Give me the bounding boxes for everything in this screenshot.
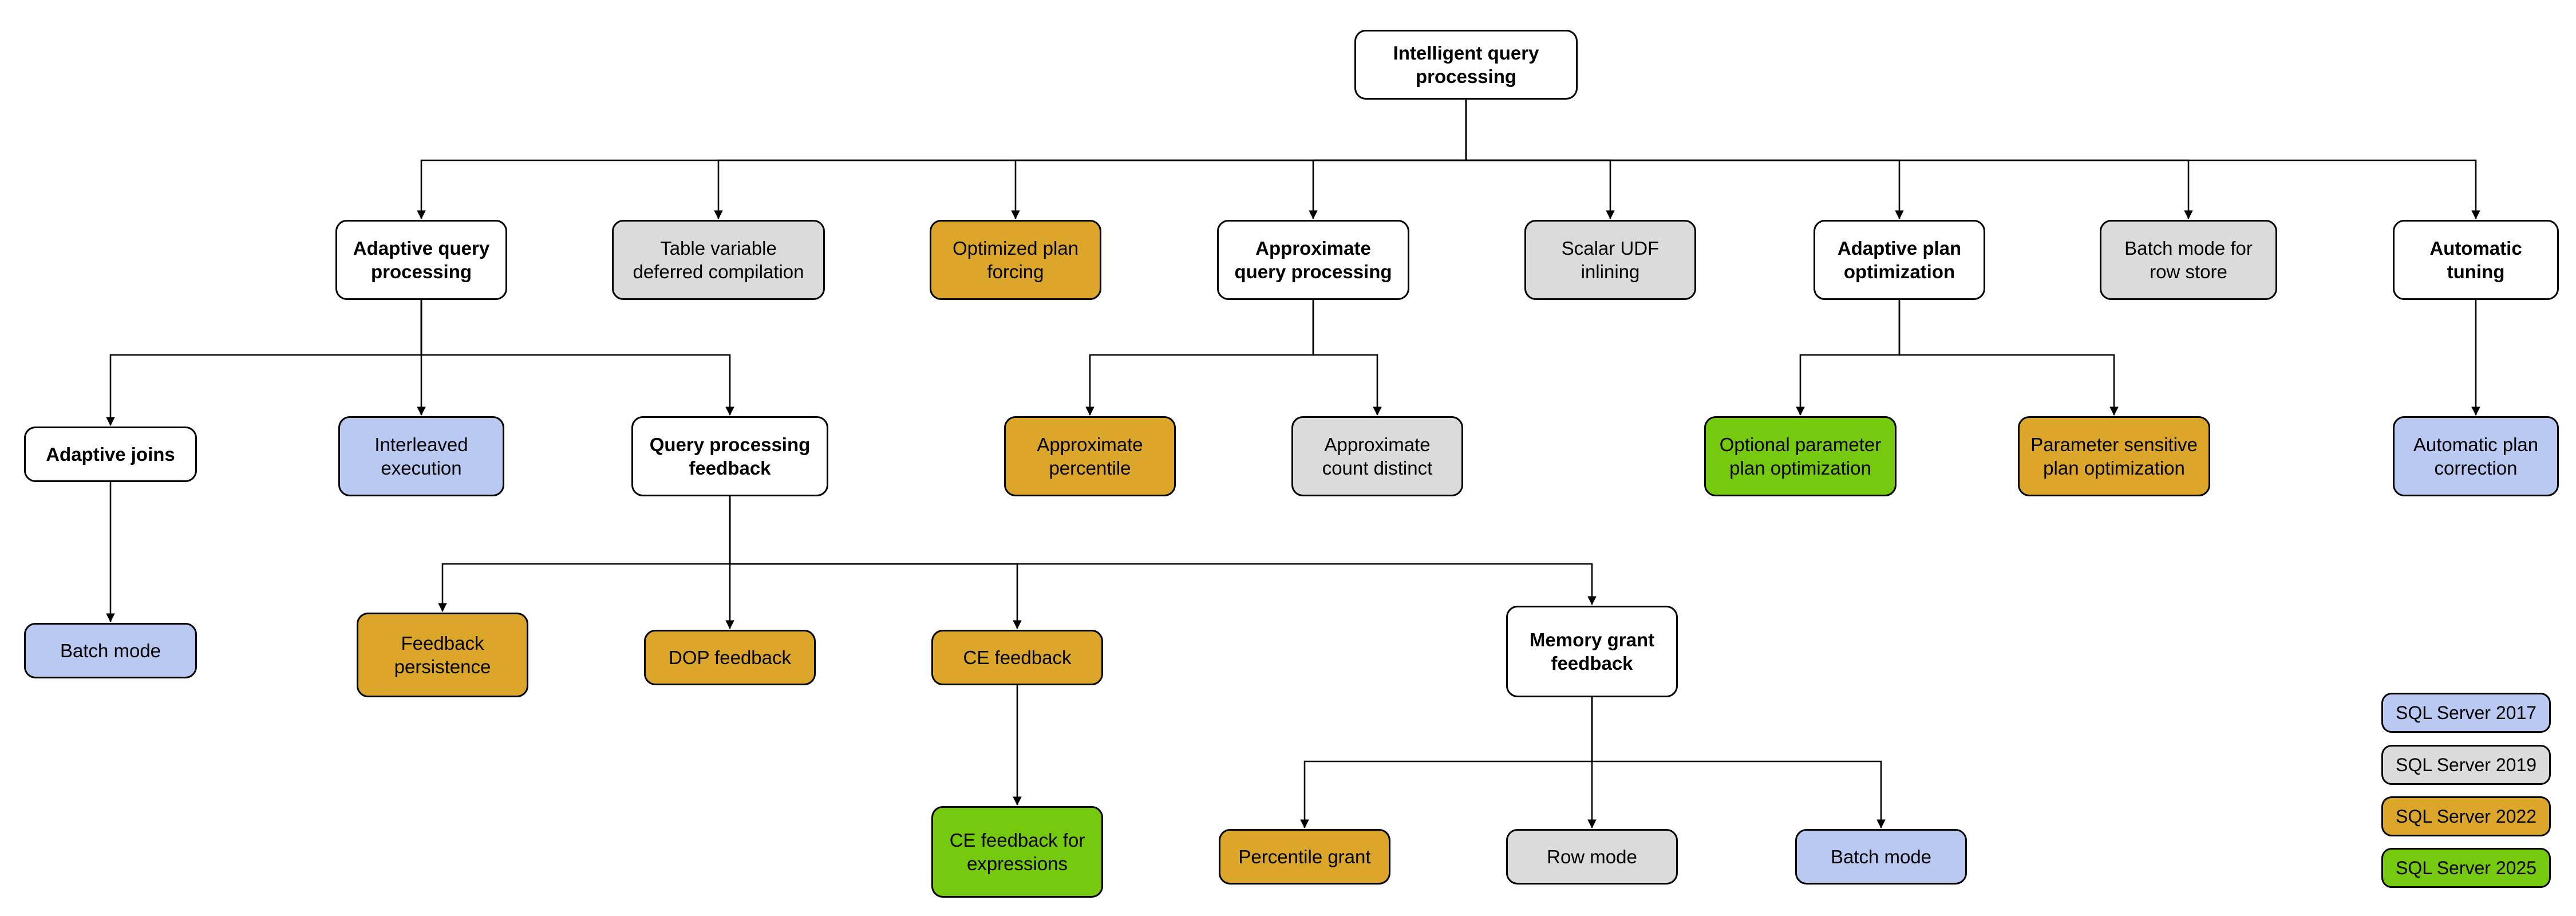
edge-query-processing-feedback--memory-grant-feedback [729, 496, 1597, 606]
node-memory-grant-feedback: Memory grant feedback [1506, 606, 1678, 697]
node-table-variable-deferred-compilation: Table variable deferred compilation [612, 220, 825, 300]
legend-item-2025: SQL Server 2025 [2381, 848, 2551, 888]
node-optimized-plan-forcing: Optimized plan forcing [930, 220, 1101, 300]
edge-adaptive-plan-optimization--optional-parameter-plan-optimization [1796, 300, 1901, 416]
node-ce-feedback-for-expressions: CE feedback for expressions [931, 806, 1103, 898]
edge-memory-grant-feedback--batch-mode-memory-grant [1591, 697, 1886, 829]
edge-approximate-query-processing--approximate-count-distinct [1312, 300, 1382, 416]
edge-intelligent-query-processing--approximate-query-processing [1309, 100, 1467, 220]
edge-memory-grant-feedback--percentile-grant [1300, 697, 1593, 829]
node-optional-parameter-plan-optimization: Optional parameter plan optimization [1704, 416, 1897, 496]
node-approximate-percentile: Approximate percentile [1004, 416, 1176, 496]
legend-item-2022: SQL Server 2022 [2381, 796, 2551, 836]
node-batch-mode-adaptive-joins: Batch mode [24, 623, 197, 678]
node-adaptive-query-processing: Adaptive query processing [335, 220, 507, 300]
node-dop-feedback: DOP feedback [644, 630, 816, 685]
node-parameter-sensitive-plan-optimization: Parameter sensitive plan optimization [2018, 416, 2210, 496]
edge-intelligent-query-processing--scalar-udf-inlining [1465, 100, 1615, 220]
edge-intelligent-query-processing--automatic-tuning [1465, 100, 2480, 220]
edge-intelligent-query-processing--table-variable-deferred-compilation [714, 100, 1467, 220]
edge-intelligent-query-processing--batch-mode-for-row-store [1465, 100, 2193, 220]
node-percentile-grant: Percentile grant [1219, 829, 1390, 885]
node-batch-mode-for-row-store: Batch mode for row store [2100, 220, 2277, 300]
edge-adaptive-plan-optimization--parameter-sensitive-plan-optimization [1898, 300, 2119, 416]
edge-intelligent-query-processing--adaptive-query-processing [417, 100, 1467, 220]
node-query-processing-feedback: Query processing feedback [631, 416, 828, 496]
edge-query-processing-feedback--ce-feedback [729, 496, 1022, 630]
edge-intelligent-query-processing--optimized-plan-forcing [1011, 100, 1467, 220]
edge-adaptive-query-processing--query-processing-feedback [420, 300, 734, 416]
edge-query-processing-feedback--feedback-persistence [438, 496, 731, 613]
node-ce-feedback: CE feedback [931, 630, 1103, 685]
edge-intelligent-query-processing--adaptive-plan-optimization [1465, 100, 1904, 220]
node-approximate-query-processing: Approximate query processing [1217, 220, 1409, 300]
edge-adaptive-query-processing--adaptive-joins [106, 300, 422, 427]
node-approximate-count-distinct: Approximate count distinct [1291, 416, 1463, 496]
node-adaptive-joins: Adaptive joins [24, 427, 197, 482]
node-row-mode: Row mode [1506, 829, 1678, 885]
node-batch-mode-memory-grant: Batch mode [1795, 829, 1967, 885]
node-interleaved-execution: Interleaved execution [338, 416, 504, 496]
node-adaptive-plan-optimization: Adaptive plan optimization [1814, 220, 1985, 300]
node-intelligent-query-processing: Intelligent query processing [1354, 30, 1578, 100]
node-automatic-plan-correction: Automatic plan correction [2393, 416, 2559, 496]
legend-item-2017: SQL Server 2017 [2381, 693, 2551, 733]
node-feedback-persistence: Feedback persistence [357, 613, 528, 697]
legend-item-2019: SQL Server 2019 [2381, 745, 2551, 785]
node-scalar-udf-inlining: Scalar UDF inlining [1524, 220, 1696, 300]
edge-approximate-query-processing--approximate-percentile [1085, 300, 1314, 416]
node-automatic-tuning: Automatic tuning [2393, 220, 2559, 300]
